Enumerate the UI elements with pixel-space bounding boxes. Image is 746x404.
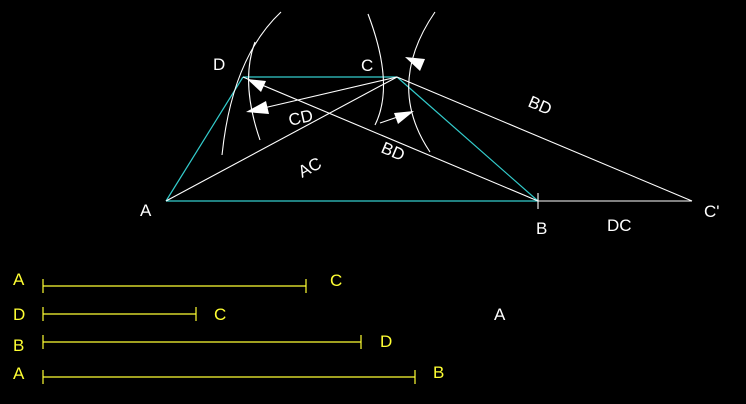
point-label-a: A	[140, 201, 152, 220]
dimension-label-bd-outer: BD	[525, 92, 554, 119]
stray-label-a: A	[494, 305, 506, 324]
dimension-label-ac: AC	[295, 154, 325, 182]
dimension-label-cd: CD	[287, 106, 315, 130]
given-segment-bd: B D	[13, 332, 392, 355]
arrowhead-cd	[246, 101, 269, 114]
arc-c-left	[367, 13, 385, 126]
point-label-c-prime: C'	[704, 202, 720, 221]
arc-d-inner	[248, 41, 261, 141]
dimension-label-bd-inner: BD	[378, 138, 407, 165]
diagonal-bd	[242, 76, 539, 202]
arc-c-right	[408, 11, 436, 153]
parallel-c-cprime	[396, 76, 693, 202]
segment-label-start: A	[13, 270, 25, 289]
given-segment-ac: A C	[13, 270, 342, 293]
side-ad	[165, 76, 244, 202]
given-segment-dc: D C	[13, 305, 226, 324]
segment-label-end: B	[433, 363, 444, 382]
arrowhead-ac	[394, 111, 414, 124]
segment-label-end: C	[214, 305, 226, 324]
leader-cd	[254, 76, 398, 111]
given-segments: A C D C B D A B	[13, 270, 444, 384]
segment-label-start: D	[13, 305, 25, 324]
point-label-d: D	[213, 55, 225, 74]
arrowhead-bd-inner	[247, 79, 266, 92]
segment-label-end: D	[380, 332, 392, 351]
arrowhead-bd-outer	[405, 57, 425, 71]
point-label-b: B	[536, 219, 547, 238]
side-cb	[396, 76, 539, 202]
given-segment-ab: A B	[13, 363, 444, 384]
dimension-label-dc: DC	[607, 216, 632, 235]
trapezoid-abcd	[165, 76, 539, 202]
segment-label-start: B	[13, 336, 24, 355]
arc-d-outer	[221, 11, 282, 156]
segment-label-start: A	[13, 364, 25, 383]
construction-lines	[165, 11, 693, 209]
point-label-c: C	[361, 56, 373, 75]
segment-label-end: C	[330, 271, 342, 290]
diagonal-ac	[165, 76, 398, 202]
dimension-arrowheads	[246, 57, 425, 124]
